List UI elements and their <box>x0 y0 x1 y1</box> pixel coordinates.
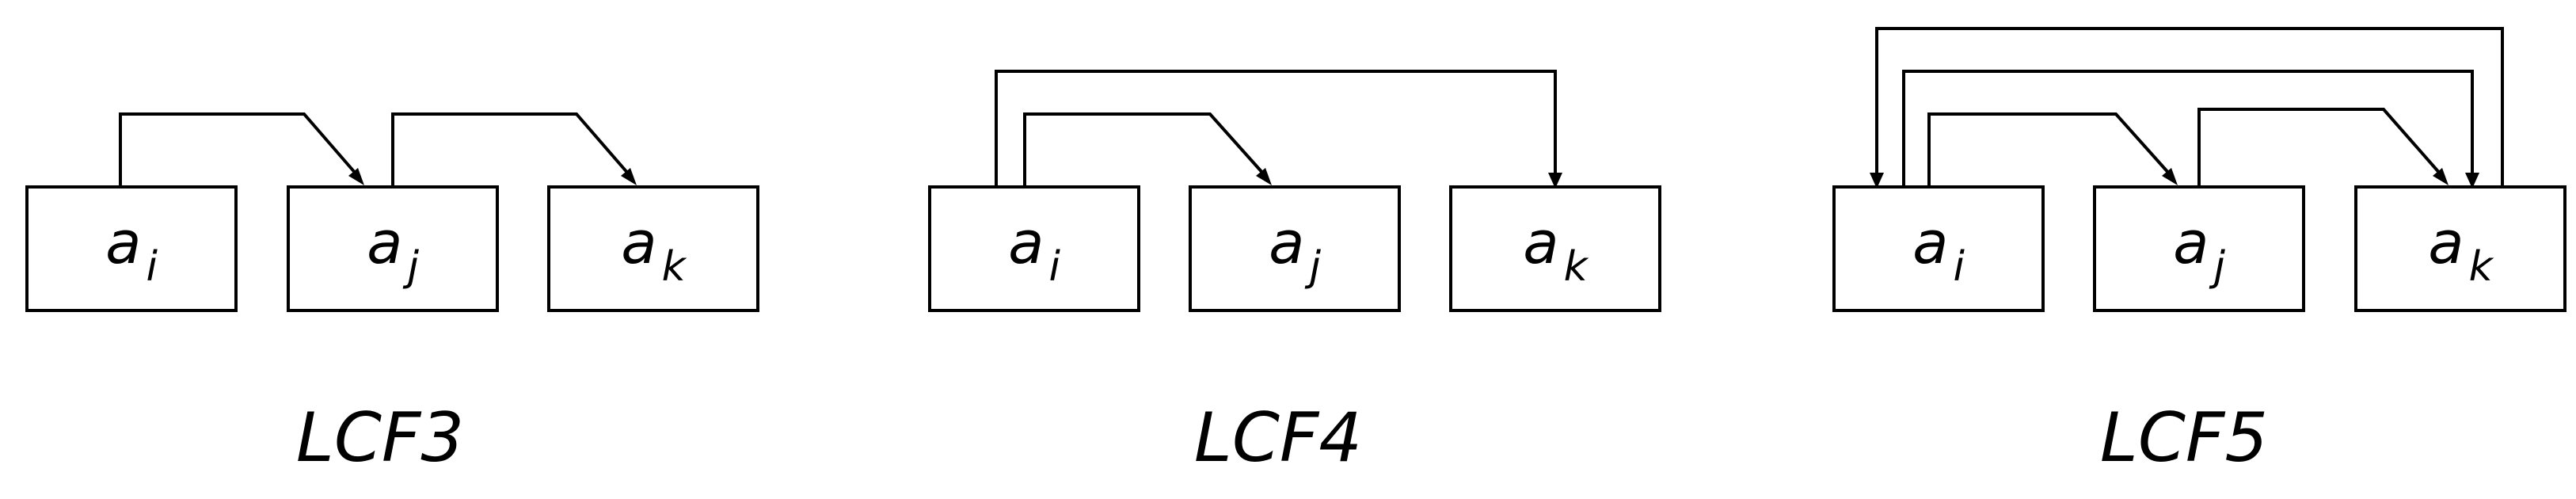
svg-text:ak: ak <box>621 209 687 291</box>
connector-k-to-i <box>1870 27 2504 189</box>
box-subscript: i <box>1953 243 1965 291</box>
arrowhead <box>348 168 364 185</box>
box-subscript: i <box>146 243 158 291</box>
arrowhead <box>2433 168 2449 185</box>
connector-j-to-k <box>2197 108 2449 187</box>
box-variable: a <box>621 209 656 277</box>
box-variable: a <box>1269 209 1304 277</box>
box-variable: a <box>105 209 141 277</box>
box-subscript: k <box>662 243 687 291</box>
box-subscript: j <box>1304 243 1321 291</box>
arrowhead <box>2162 168 2178 185</box>
arrowhead <box>1548 173 1562 189</box>
caption-lcf3: LCF3 <box>296 398 464 478</box>
caption-lcf4: LCF4 <box>1194 398 1362 478</box>
box-variable: a <box>1912 209 1948 277</box>
connector-i-to-j <box>1023 112 1272 187</box>
box-variable: a <box>2428 209 2464 277</box>
box-variable: a <box>1008 209 1044 277</box>
box-variable: a <box>2173 209 2209 277</box>
box-subscript: j <box>2209 243 2225 291</box>
svg-text:ak: ak <box>2428 209 2494 291</box>
connector-i-to-k-outer <box>1902 70 2479 189</box>
arrowhead <box>621 168 637 185</box>
connector-j-to-k <box>391 112 637 187</box>
connector-i-to-j <box>119 112 364 187</box>
box-subscript: k <box>2469 243 2494 291</box>
box-subscript: j <box>402 243 419 291</box>
svg-text:ai: ai <box>1912 209 1965 291</box>
box-variable: a <box>1523 209 1558 277</box>
svg-text:ak: ak <box>1523 209 1589 291</box>
svg-text:aj: aj <box>1269 209 1321 291</box>
svg-text:ai: ai <box>105 209 158 291</box>
box-subscript: k <box>1564 243 1589 291</box>
box-subscript: i <box>1048 243 1060 291</box>
arrowhead <box>1870 173 1884 189</box>
arrowhead <box>1256 168 1272 185</box>
box-variable: a <box>367 209 402 277</box>
caption-lcf5: LCF5 <box>2100 398 2268 478</box>
svg-text:aj: aj <box>2173 209 2225 291</box>
svg-text:aj: aj <box>367 209 419 291</box>
connector-i-to-k <box>995 70 1562 189</box>
arrowhead <box>2465 173 2479 189</box>
svg-text:ai: ai <box>1008 209 1060 291</box>
connector-i-to-j <box>1927 112 2178 187</box>
